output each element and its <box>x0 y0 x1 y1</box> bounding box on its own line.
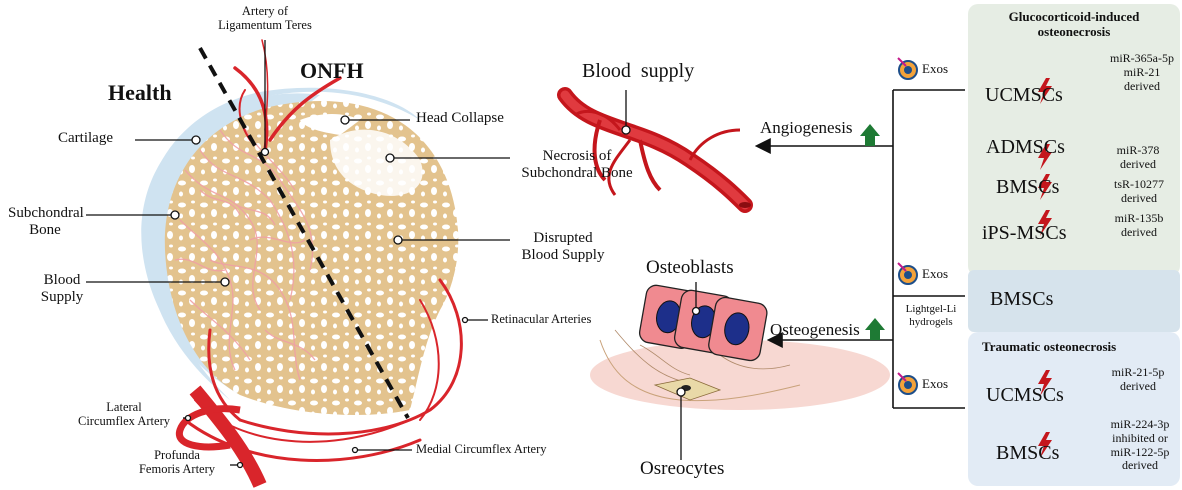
artery-ligamentum-label: Artery of Ligamentum Teres <box>200 4 330 33</box>
gc-mirna-3: tsR-10277 derived <box>1106 178 1172 206</box>
gc-cell-4: iPS-MSCs <box>982 222 1067 245</box>
lateral-circumflex-label: Lateral Circumflex Artery <box>68 400 180 429</box>
gc-title: Glucocorticoid-induced osteonecrosis <box>972 10 1176 40</box>
osteogenesis-label: Osteogenesis <box>770 320 860 340</box>
blood-supply-label: Blood Supply <box>40 272 84 307</box>
exosome-icon-2 <box>898 263 917 284</box>
exos-label-1: Exos <box>922 62 948 77</box>
gc-cell-2: ADMSCs <box>986 136 1065 159</box>
trauma-mirna-1: miR-21-5p derived <box>1106 366 1170 394</box>
gc-mirna-4: miR-135b derived <box>1108 212 1170 240</box>
head-collapse-label: Head Collapse <box>416 110 504 127</box>
angiogenesis-label: Angiogenesis <box>760 118 853 138</box>
exosome-icon-1 <box>898 58 917 79</box>
trauma-cell-2: BMSCs <box>996 442 1059 465</box>
retinacular-label: Retinacular Arteries <box>491 312 591 326</box>
middle-bmscs: BMSCs <box>990 288 1053 311</box>
onfh-label: ONFH <box>300 58 364 83</box>
trauma-mirna-2: miR-224-3p inhibited or miR-122-5p deriv… <box>1104 418 1176 473</box>
exosome-icon-3 <box>898 373 917 394</box>
angiogenesis-up-arrow <box>860 124 880 146</box>
gc-mirna-2: miR-378 derived <box>1108 144 1168 172</box>
exos-label-3: Exos <box>922 377 948 392</box>
blood-supply-title: Blood supply <box>582 60 694 83</box>
gc-cell-3: BMSCs <box>996 176 1059 199</box>
disrupted-label: Disrupted Blood Supply <box>508 230 618 265</box>
subchondral-bone-label: Subchondral Bone <box>8 205 82 240</box>
hydrogel-label: Lightgel-Li hydrogels <box>896 303 966 328</box>
trauma-title: Traumatic osteonecrosis <box>982 340 1116 355</box>
osteogenesis-up-arrow <box>865 318 885 340</box>
trauma-cell-1: UCMSCs <box>986 384 1064 407</box>
osteoblasts-label: Osteoblasts <box>646 257 734 279</box>
exos-label-2: Exos <box>922 267 948 282</box>
gc-mirna-1: miR-365a-5p miR-21 derived <box>1106 52 1178 93</box>
medial-circumflex-label: Medial Circumflex Artery <box>416 442 547 456</box>
osteocytes-label: Osreocytes <box>640 458 724 480</box>
cartilage-label: Cartilage <box>58 130 113 147</box>
profunda-label: Profunda Femoris Artery <box>126 448 228 477</box>
gc-cell-1: UCMSCs <box>985 84 1063 107</box>
health-label: Health <box>108 80 172 105</box>
necrosis-label: Necrosis of Subchondral Bone <box>512 148 642 183</box>
